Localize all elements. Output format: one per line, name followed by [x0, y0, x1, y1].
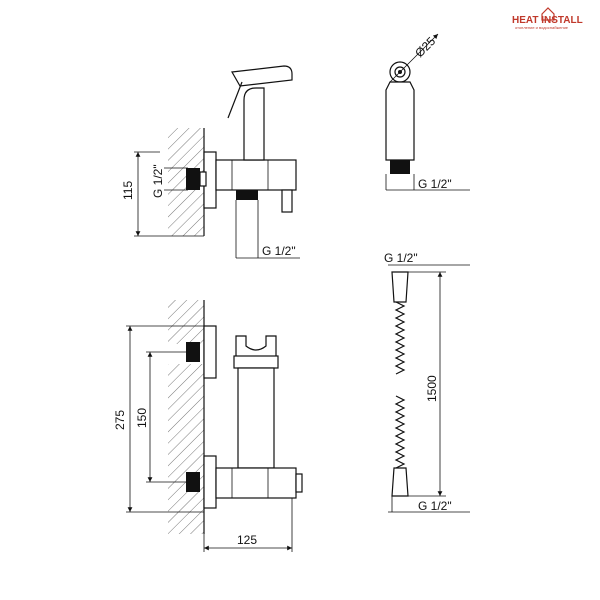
top-flange [203, 325, 217, 379]
riser-pipe [237, 367, 275, 469]
side-view: 115 G 1/2" G 1/2" [121, 65, 300, 259]
hose-upper [394, 301, 406, 375]
front-view: 275 150 125 [113, 300, 303, 552]
logo-brand: HEAT INSTALL [512, 15, 583, 26]
hose-top-fitting [391, 271, 409, 303]
dim-125: 125 [237, 533, 257, 547]
dim-hose-top-thread: G 1/2" [384, 251, 418, 265]
sprayer-thread [390, 160, 410, 174]
dim-inlet-thread: G 1/2" [151, 164, 165, 198]
sprayer-handle [385, 81, 415, 161]
wall-hatch-bottom [168, 364, 204, 534]
dim-sprayer-thread: G 1/2" [418, 177, 452, 191]
logo-tagline: отопление и водоснабжение [515, 25, 569, 30]
dim-275: 275 [113, 410, 127, 430]
dim-115: 115 [121, 181, 135, 200]
hose-view: G 1/2" 1500 G 1/2" [384, 251, 470, 513]
sprayer-head [231, 65, 293, 87]
valve-knob [281, 189, 293, 213]
valve-body [215, 159, 297, 191]
dim-150: 150 [135, 408, 149, 428]
inlet-thread [186, 168, 200, 190]
dim-outlet-thread: G 1/2" [262, 244, 296, 258]
sprayer-lever [227, 81, 243, 119]
front-valve-body [215, 467, 297, 499]
hose-lower [394, 395, 406, 469]
bottom-flange [203, 455, 217, 509]
outlet-thread [236, 190, 258, 200]
house-icon [541, 7, 555, 21]
sprayer-view: Ø25 G 1/2" [385, 33, 470, 191]
dim-hose-length: 1500 [425, 375, 439, 402]
sprayer-body [243, 87, 265, 161]
brand-logo: HEAT INSTALL отопление и водоснабжение [512, 7, 583, 30]
hose-bottom-fitting [391, 467, 409, 497]
wall-hatch-top [168, 300, 204, 344]
dim-hose-bottom-thread: G 1/2" [418, 499, 452, 513]
